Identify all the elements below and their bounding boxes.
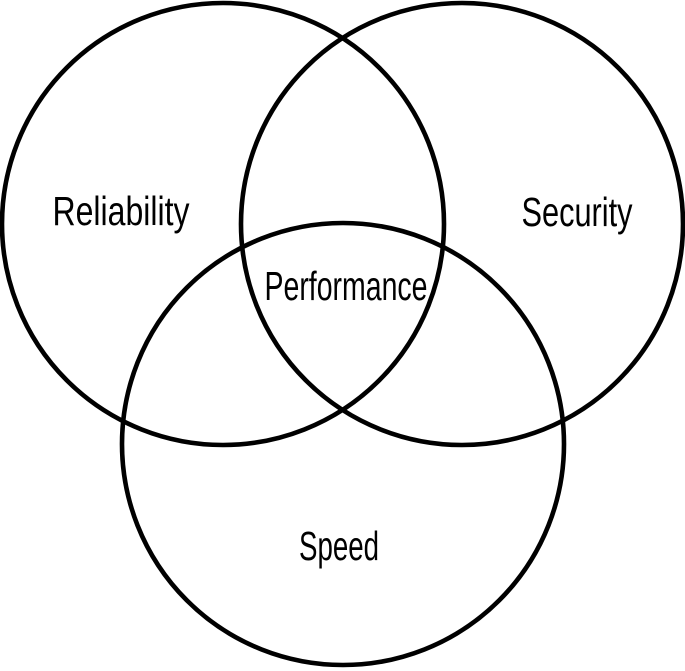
security-circle [238, 0, 685, 448]
security-label: Security [522, 189, 633, 235]
speed-circle [119, 220, 567, 668]
performance-label: Performance [265, 263, 428, 309]
reliability-label: Reliability [53, 188, 190, 234]
speed-label: Speed [299, 523, 379, 569]
reliability-circle [0, 0, 447, 448]
